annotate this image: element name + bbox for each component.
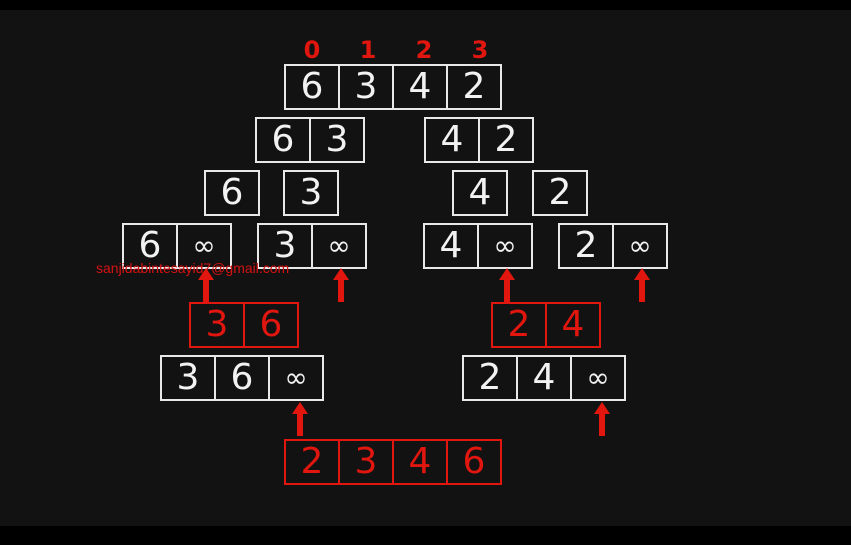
array-cell: 3	[283, 170, 339, 216]
array-cell: 2	[491, 302, 547, 348]
array-cell: 4	[392, 64, 448, 110]
sentinel-array: 4 ∞	[423, 223, 533, 269]
watermark: sanjidabintesayid7@gmail.com	[96, 260, 290, 276]
array-cell: 2	[558, 223, 614, 269]
index-label: 3	[471, 36, 489, 64]
single-array: 6	[204, 170, 260, 216]
infinity-cell: ∞	[612, 223, 668, 269]
array-cell: 4	[423, 223, 479, 269]
merged-left-array: 3 6	[189, 302, 299, 348]
up-arrow-icon	[594, 402, 610, 436]
array-cell: 4	[452, 170, 508, 216]
array-cell: 6	[284, 64, 340, 110]
array-cell: 6	[204, 170, 260, 216]
sentinel-array: 6 ∞	[122, 223, 232, 269]
array-cell: 4	[545, 302, 601, 348]
merge-sort-diagram: 0 1 2 3 6 3 4 2 6 3 4 2 6 3 4 2 6 ∞ 3 ∞ …	[0, 10, 851, 526]
sentinel-merged-right: 2 4 ∞	[462, 355, 626, 401]
up-arrow-icon	[198, 268, 214, 302]
sentinel-merged-left: 3 6 ∞	[160, 355, 324, 401]
single-array: 2	[532, 170, 588, 216]
single-array: 3	[283, 170, 339, 216]
sentinel-array: 3 ∞	[257, 223, 367, 269]
array-cell: 4	[392, 439, 448, 485]
array-cell: 2	[478, 117, 534, 163]
infinity-cell: ∞	[176, 223, 232, 269]
infinity-cell: ∞	[477, 223, 533, 269]
array-cell: 2	[284, 439, 340, 485]
array-cell: 3	[338, 439, 394, 485]
index-label: 2	[415, 36, 433, 64]
array-cell: 2	[462, 355, 518, 401]
up-arrow-icon	[634, 268, 650, 302]
infinity-cell: ∞	[268, 355, 324, 401]
array-cell: 4	[424, 117, 480, 163]
split-left-array: 6 3	[255, 117, 365, 163]
array-cell: 4	[516, 355, 572, 401]
array-cell: 6	[255, 117, 311, 163]
split-right-array: 4 2	[424, 117, 534, 163]
sentinel-array: 2 ∞	[558, 223, 668, 269]
infinity-cell: ∞	[570, 355, 626, 401]
final-sorted-array: 2 3 4 6	[284, 439, 502, 485]
array-cell: 3	[338, 64, 394, 110]
array-cell: 2	[532, 170, 588, 216]
merged-right-array: 2 4	[491, 302, 601, 348]
array-cell: 6	[243, 302, 299, 348]
index-label: 1	[359, 36, 377, 64]
up-arrow-icon	[333, 268, 349, 302]
array-cell: 2	[446, 64, 502, 110]
up-arrow-icon	[499, 268, 515, 302]
up-arrow-icon	[292, 402, 308, 436]
array-cell: 3	[160, 355, 216, 401]
infinity-cell: ∞	[311, 223, 367, 269]
array-cell: 6	[446, 439, 502, 485]
array-cell: 6	[214, 355, 270, 401]
single-array: 4	[452, 170, 508, 216]
root-array: 6 3 4 2	[284, 64, 502, 110]
array-cell: 3	[189, 302, 245, 348]
index-label: 0	[303, 36, 321, 64]
array-cell: 3	[309, 117, 365, 163]
